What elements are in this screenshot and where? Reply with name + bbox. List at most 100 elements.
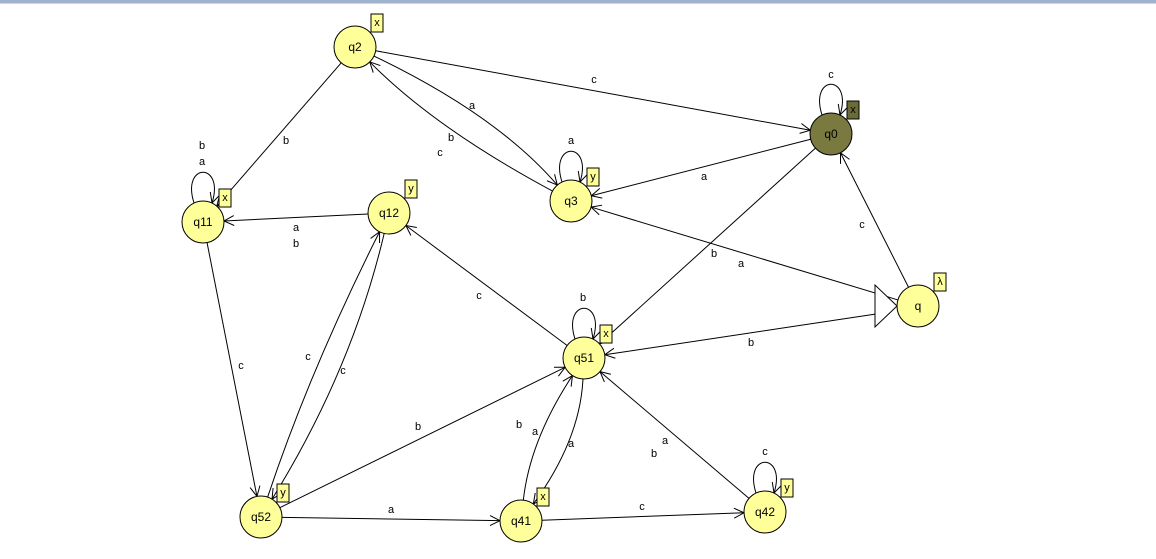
- transition-q51-q51[interactable]: b: [572, 292, 596, 339]
- transition-arrow[interactable]: [591, 138, 811, 196]
- transition-q-q0[interactable]: c: [840, 153, 909, 288]
- transition-q11-q11[interactable]: ba: [191, 140, 215, 203]
- transition-symbol: b: [283, 135, 289, 147]
- transition-q11-q52[interactable]: c: [206, 242, 257, 497]
- transition-arrow[interactable]: [406, 226, 568, 346]
- state-q2[interactable]: q2x: [333, 13, 384, 69]
- state-q11[interactable]: q11 x: [181, 188, 232, 244]
- transition-q-q51[interactable]: b: [605, 313, 877, 355]
- transition-symbol: b: [293, 238, 299, 250]
- transition-arrow[interactable]: [753, 461, 777, 493]
- transition-arrow[interactable]: [206, 242, 257, 497]
- transition-symbol: a: [469, 100, 476, 112]
- state-circle[interactable]: [239, 495, 283, 539]
- transition-arrow[interactable]: [541, 513, 744, 521]
- transition-arrow[interactable]: [840, 153, 909, 288]
- transition-symbol: c: [828, 69, 834, 81]
- transition-arrow[interactable]: [217, 62, 342, 206]
- state-q3[interactable]: q3y: [549, 167, 600, 223]
- transition-arrow[interactable]: [819, 83, 843, 115]
- transition-q3-q2[interactable]: bc: [370, 62, 553, 192]
- state-circle[interactable]: [367, 191, 411, 235]
- transition-q12-q52[interactable]: c: [272, 233, 385, 499]
- transition-q42-q51[interactable]: ba: [600, 372, 750, 499]
- transition-q0-q0[interactable]: c: [819, 69, 843, 115]
- transition-arrow[interactable]: [572, 307, 596, 339]
- transition-arrow[interactable]: [373, 55, 557, 185]
- transition-q52-q41[interactable]: a: [281, 504, 500, 521]
- state-output-symbol: x: [374, 17, 380, 29]
- transition-q42-q42[interactable]: c: [753, 446, 777, 493]
- transition-q0-q3[interactable]: a: [591, 138, 811, 196]
- state-output-box: λ: [933, 272, 947, 292]
- transition-q51-q41[interactable]: a: [533, 378, 584, 504]
- state-circle[interactable]: [743, 490, 787, 534]
- state-circle[interactable]: [549, 179, 593, 223]
- transition-symbol: c: [762, 446, 768, 458]
- transition-q12-q11[interactable]: ab: [224, 213, 369, 250]
- transition-arrow[interactable]: [267, 232, 380, 498]
- state-label: q0: [824, 127, 838, 141]
- transition-symbol: a: [199, 156, 206, 168]
- state-circle[interactable]: [809, 112, 853, 156]
- transition-q-q3[interactable]: a: [591, 207, 899, 301]
- transition-arrow[interactable]: [605, 313, 877, 355]
- transition-arrow[interactable]: [281, 517, 500, 520]
- state-output-box: x: [846, 100, 860, 120]
- state-label: q: [915, 299, 922, 313]
- transition-arrow[interactable]: [224, 213, 369, 221]
- state-output-symbol: y: [590, 171, 596, 183]
- state-circle[interactable]: [499, 499, 543, 543]
- transition-symbol: b: [199, 140, 205, 152]
- state-output-symbol: x: [222, 192, 228, 204]
- transition-q51-q12[interactable]: c: [406, 226, 568, 346]
- transition-symbol: c: [340, 365, 346, 377]
- state-output-box: y: [404, 179, 418, 199]
- transition-q2-q3[interactable]: a: [373, 55, 557, 185]
- transition-symbol: b: [516, 419, 522, 431]
- transition-arrow[interactable]: [370, 62, 553, 192]
- state-q[interactable]: qλ: [874, 272, 947, 329]
- transition-arrow[interactable]: [522, 376, 572, 501]
- transition-arrow[interactable]: [272, 233, 385, 499]
- transition-q41-q51[interactable]: ba: [516, 376, 573, 501]
- state-output-symbol: x: [850, 104, 856, 116]
- transition-arrow[interactable]: [191, 171, 215, 203]
- transition-arrow[interactable]: [591, 207, 899, 301]
- transition-arrow[interactable]: [600, 372, 750, 499]
- transition-q52-q12[interactable]: c: [267, 232, 380, 498]
- state-label: q41: [511, 514, 531, 528]
- state-q0[interactable]: q0 x: [809, 100, 860, 156]
- state-circle[interactable]: [896, 284, 940, 328]
- transition-symbol: a: [738, 258, 745, 270]
- transition-q2-q0[interactable]: c: [375, 50, 811, 130]
- state-output-symbol: y: [784, 482, 790, 494]
- state-label: q11: [193, 215, 212, 229]
- transition-arrow[interactable]: [559, 150, 583, 182]
- transition-symbol: b: [580, 292, 586, 304]
- transition-q3-q3[interactable]: a: [559, 135, 583, 182]
- state-output-symbol: λ: [937, 276, 943, 288]
- transition-q52-q51[interactable]: b: [279, 367, 565, 509]
- transition-q0-q51[interactable]: b: [600, 147, 816, 344]
- state-output-box: y: [276, 483, 290, 503]
- transition-arrow[interactable]: [533, 378, 584, 504]
- transition-symbol: b: [748, 337, 754, 349]
- transition-symbol: a: [568, 438, 575, 450]
- transition-symbol: c: [639, 501, 645, 513]
- state-circle[interactable]: [562, 336, 606, 380]
- transition-q2-q11[interactable]: b: [217, 62, 342, 206]
- state-circle[interactable]: [181, 200, 225, 244]
- transition-arrow[interactable]: [375, 50, 811, 130]
- state-circle[interactable]: [333, 25, 377, 69]
- transition-arrow[interactable]: [600, 147, 816, 344]
- transition-q41-q42[interactable]: c: [541, 501, 744, 521]
- transition-arrow[interactable]: [279, 367, 565, 509]
